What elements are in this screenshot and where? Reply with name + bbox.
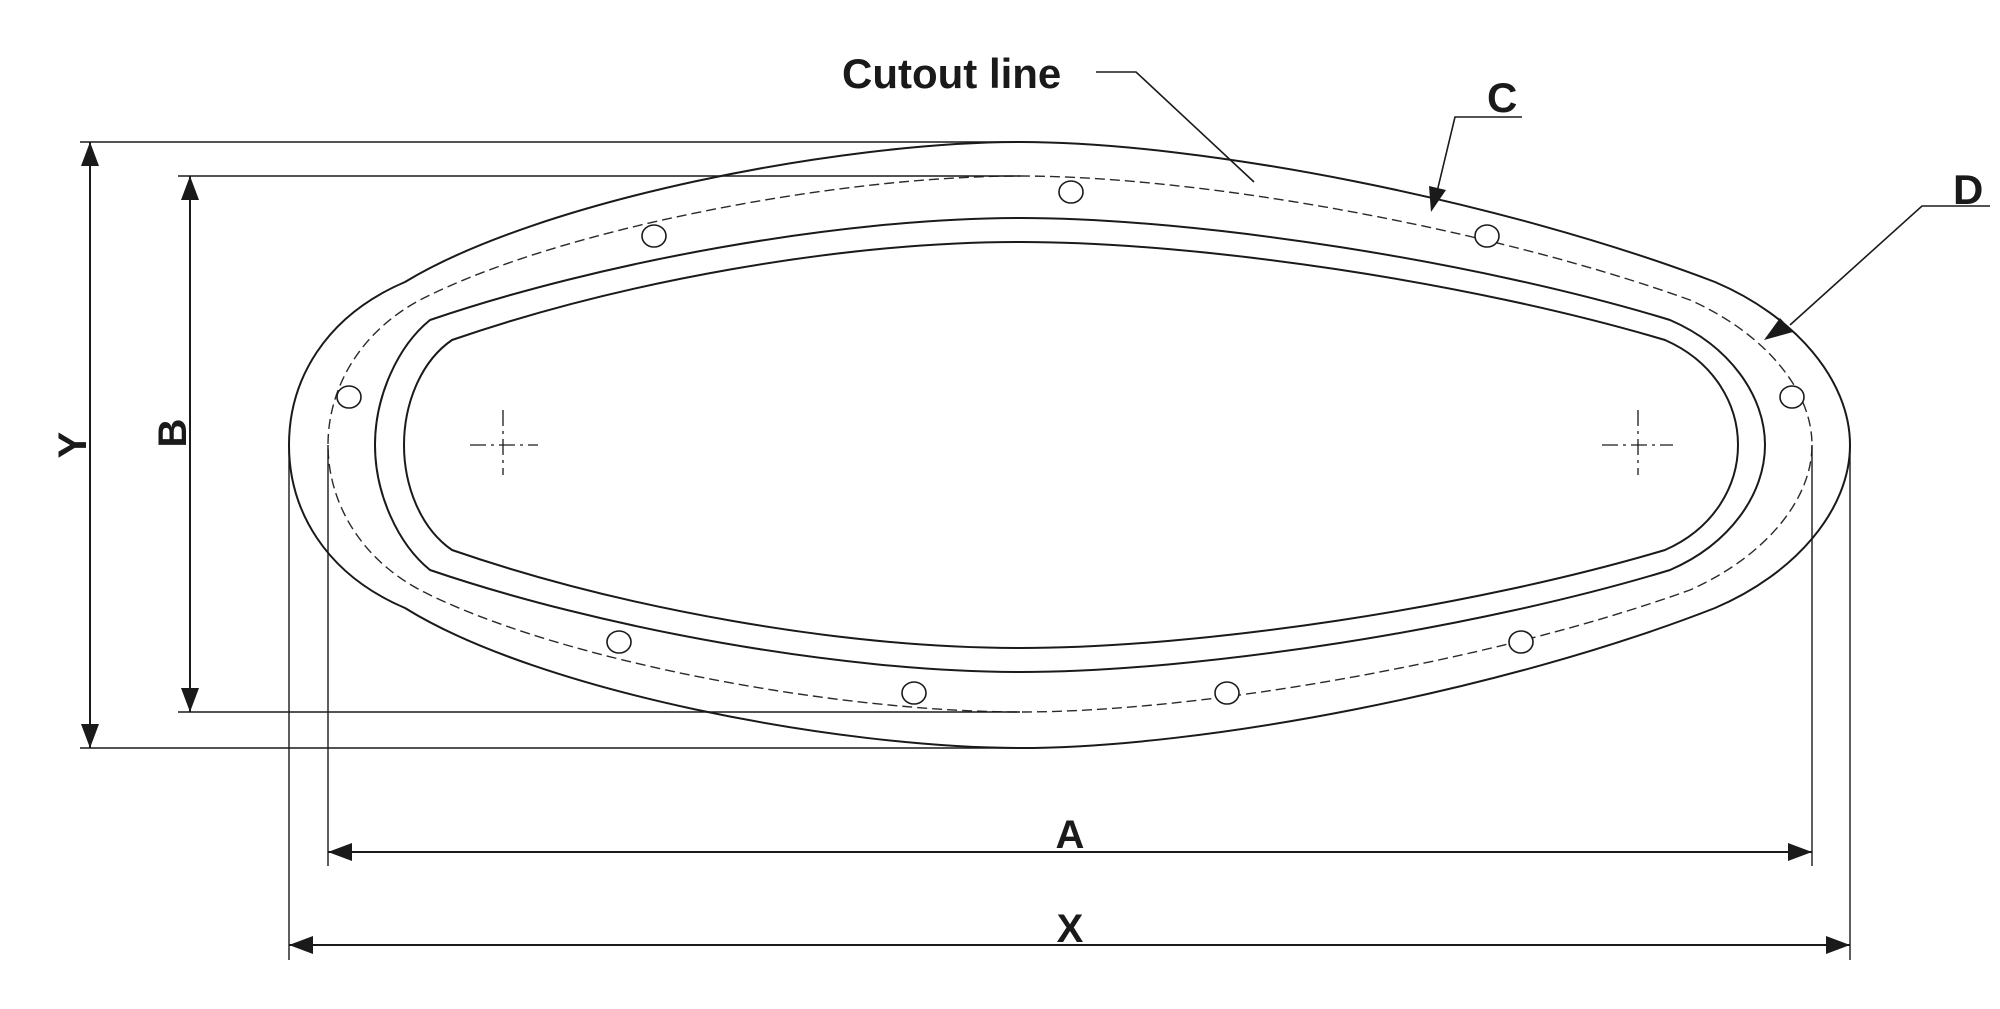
cutout-line-callout: Cutout line [842, 50, 1255, 183]
cutout-line-leader [1096, 71, 1255, 183]
dimension-a: A [328, 813, 1812, 861]
fixing-hole [1474, 224, 1500, 248]
glass-opening-outline [402, 240, 1740, 650]
fixing-hole [1214, 681, 1240, 705]
fixing-hole [1508, 630, 1534, 654]
fixing-hole [1779, 385, 1805, 409]
dimension-y: Y [51, 142, 99, 748]
dimension-b-arrow-top [181, 176, 199, 200]
fixing-hole [336, 385, 362, 409]
dimension-b: B [151, 176, 199, 712]
callout-c-label: C [1487, 74, 1517, 121]
center-mark-left [470, 410, 538, 475]
fixing-holes [336, 180, 1805, 705]
callout-d-arrow [1764, 318, 1793, 340]
cutout-line [327, 175, 1813, 713]
dimension-b-arrow-bottom [181, 688, 199, 712]
cutout-line-label: Cutout line [842, 50, 1061, 97]
dimension-y-label: Y [51, 431, 95, 458]
fixing-hole [606, 630, 632, 654]
fixing-hole [1058, 180, 1084, 204]
outer-flange-outline [287, 140, 1852, 750]
dimension-x: X [289, 907, 1850, 954]
porthole-outline [287, 140, 1852, 750]
fixing-hole [901, 681, 927, 705]
dimension-y-arrow-bottom [81, 724, 99, 748]
dimension-x-arrow-left [289, 936, 313, 954]
dimension-y-arrow-top [81, 142, 99, 166]
center-mark-right [1602, 410, 1673, 475]
dimension-b-label: B [151, 419, 195, 448]
extension-lines [80, 141, 1851, 960]
callout-d-label: D [1953, 166, 1983, 213]
callout-c-arrow [1429, 186, 1446, 212]
callout-c-leader [1435, 116, 1522, 197]
inner-frame-outline [373, 216, 1767, 674]
dimension-a-label: A [1056, 813, 1085, 857]
fixing-hole [641, 224, 667, 248]
dimension-x-label: X [1057, 907, 1084, 951]
dimension-a-arrow-right [1788, 843, 1812, 861]
callout-d: D [1764, 166, 1990, 340]
dimension-a-arrow-left [328, 843, 352, 861]
callout-d-leader [1789, 205, 1990, 326]
dimension-x-arrow-right [1826, 936, 1850, 954]
callout-c: C [1429, 74, 1522, 212]
